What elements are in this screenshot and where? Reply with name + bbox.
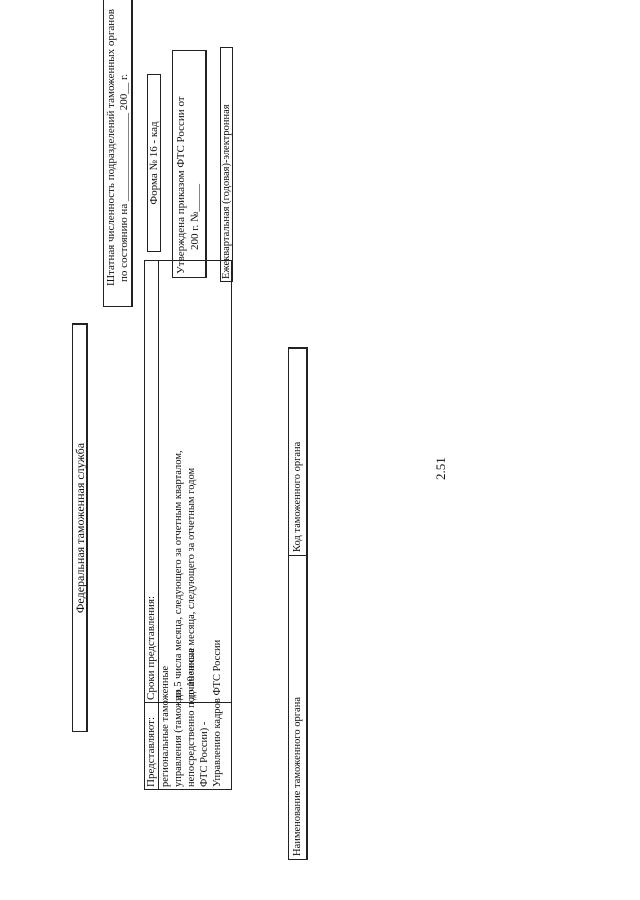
approval-line2: 200 г. №_____ [189, 183, 201, 250]
reporting-period: Ежеквартальная (годовая)-электронная [220, 47, 233, 282]
report-title: Штатная численность подразделений таможе… [103, 0, 133, 307]
deadline-line: до 5 числа месяца, следующего за отчетны… [173, 450, 184, 700]
org-fields-row: Наименование таможенного органа Код тамо… [288, 347, 308, 860]
deadlines-column: Сроки представления: до 5 числа месяца, … [145, 261, 231, 702]
submitters-line: Управлению кадров ФТС России [212, 639, 223, 787]
submission-table: Представляют: региональные таможенные уп… [144, 260, 232, 790]
deadlines-header: Сроки представления: [145, 261, 159, 702]
submitters-line: региональные таможенные [160, 665, 171, 787]
agency-name: Федеральная таможенная служба [72, 323, 88, 732]
submitters-line: непосредственно подчиненные [186, 647, 197, 787]
submitters-line: ФТС России) - [199, 721, 210, 787]
approval-note: Утверждена приказом ФТС России от 200 г.… [172, 50, 207, 278]
submitters-line: управления (таможни, [173, 687, 184, 787]
org-name-field[interactable]: Наименование таможенного органа [289, 555, 307, 859]
report-title-line2: по состоянию на ________________ 200__ г… [118, 74, 130, 282]
deadlines-cell: до 5 числа месяца, следующего за отчетны… [159, 261, 198, 702]
approval-line1: Утверждена приказом ФТС России от [175, 96, 187, 274]
report-title-line1: Штатная численность подразделений таможе… [105, 9, 117, 286]
submitters-column: Представляют: региональные таможенные уп… [145, 639, 231, 789]
form-number: Форма № 16 - кад [147, 74, 161, 252]
org-code-field[interactable]: Код таможенного органа [292, 441, 303, 552]
submitters-header: Представляют: [145, 703, 159, 789]
deadline-line: до 10 числа месяца, следующего за отчетн… [186, 467, 197, 700]
submitters-cell: региональные таможенные управления (тамо… [159, 639, 224, 789]
page-number: 2.51 [433, 457, 448, 480]
